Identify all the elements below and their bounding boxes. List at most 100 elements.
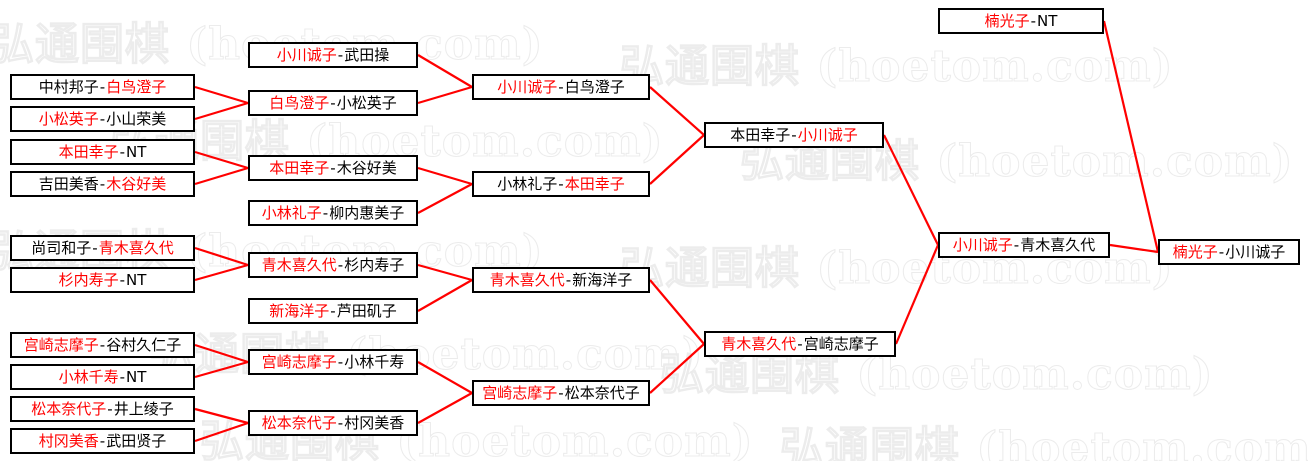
match-box[interactable]: 本田幸子-NT [10, 139, 195, 165]
match-box[interactable]: 小松英子-小山荣美 [10, 106, 195, 132]
player-right: 谷村久仁子 [106, 335, 182, 354]
match-box[interactable]: 本田幸子-小川诚子 [704, 122, 884, 148]
match-box[interactable]: 小林千寿-NT [10, 364, 195, 390]
vs-separator: - [99, 77, 106, 96]
player-right: NT [126, 142, 147, 161]
vs-separator: - [337, 45, 344, 64]
vs-separator: - [1218, 242, 1225, 261]
player-right: 宫崎志摩子 [803, 334, 879, 353]
connector-line [649, 86, 705, 136]
vs-separator: - [558, 77, 564, 96]
match-box[interactable]: 白鸟澄子-小松英子 [248, 90, 418, 116]
player-left: 小林礼子 [261, 203, 322, 222]
player-left: 本田幸子 [58, 142, 119, 161]
player-left: 松本奈代子 [261, 413, 337, 432]
connector-line [417, 361, 473, 394]
player-right: 本田幸子 [564, 174, 625, 193]
connector-line [194, 150, 249, 170]
match-box[interactable]: 楠光子-NT [938, 8, 1104, 34]
vs-separator: - [330, 158, 336, 177]
vs-separator: - [99, 431, 106, 450]
player-left: 青木喜久代 [261, 255, 337, 274]
connector-line [417, 85, 473, 105]
player-right: 木谷好美 [106, 174, 167, 193]
connector-line [194, 101, 249, 121]
match-box[interactable]: 村冈美香-武田贤子 [10, 428, 195, 454]
match-box[interactable]: 新海洋子-芦田矶子 [248, 298, 418, 324]
player-right: 小山荣美 [106, 109, 167, 128]
match-box[interactable]: 小川诚子-白鸟澄子 [472, 74, 650, 100]
player-left: 楠光子 [1172, 242, 1218, 261]
player-right: 井上绫子 [113, 399, 174, 418]
connector-line [417, 263, 473, 282]
vs-separator: - [565, 270, 572, 289]
match-box[interactable]: 宫崎志摩子-小林千寿 [248, 349, 418, 375]
match-box[interactable]: 青木喜久代-杉内寿子 [248, 252, 418, 278]
connector-line [417, 279, 473, 312]
connector-line [1102, 20, 1160, 253]
connector-line [194, 166, 249, 186]
player-left: 新海洋子 [269, 301, 330, 320]
vs-separator: - [119, 367, 126, 386]
match-box[interactable]: 松本奈代子-井上绫子 [10, 396, 195, 422]
connector-line [194, 360, 249, 379]
match-box[interactable]: 尚司和子-青木喜久代 [10, 235, 195, 261]
vs-separator: - [330, 301, 336, 320]
vs-separator: - [337, 255, 344, 274]
player-left: 本田幸子 [730, 125, 791, 144]
player-right: 小松英子 [336, 93, 397, 112]
player-left: 本田幸子 [269, 158, 330, 177]
match-box[interactable]: 宫崎志摩子-谷村久仁子 [10, 332, 195, 358]
match-box[interactable]: 小川诚子-武田操 [248, 42, 418, 68]
player-left: 小川诚子 [497, 77, 558, 96]
player-right: 新海洋子 [572, 270, 633, 289]
player-left: 杉内寿子 [58, 270, 119, 289]
connector-line [649, 279, 705, 345]
player-right: 杉内寿子 [344, 255, 405, 274]
vs-separator: - [330, 93, 336, 112]
connector-line [883, 134, 939, 246]
match-box[interactable]: 杉内寿子-NT [10, 267, 195, 293]
vs-separator: - [1013, 235, 1020, 254]
player-left: 宫崎志摩子 [23, 335, 99, 354]
vs-separator: - [99, 335, 106, 354]
vs-separator: - [1030, 11, 1037, 30]
match-box[interactable]: 本田幸子-木谷好美 [248, 155, 418, 181]
player-left: 楠光子 [984, 11, 1030, 30]
match-box[interactable]: 宫崎志摩子-松本奈代子 [472, 380, 650, 406]
vs-separator: - [99, 109, 106, 128]
vs-separator: - [558, 383, 564, 402]
match-box[interactable]: 小林礼子-本田幸子 [472, 171, 650, 197]
player-right: 柳内惠美子 [329, 203, 405, 222]
match-box[interactable]: 楠光子-小川诚子 [1158, 239, 1300, 265]
player-right: 青木喜久代 [98, 238, 174, 257]
connector-line [894, 244, 940, 345]
connector-line [649, 343, 705, 394]
player-left: 青木喜久代 [721, 334, 797, 353]
vs-separator: - [797, 334, 803, 353]
match-box[interactable]: 松本奈代子-村冈美香 [248, 410, 418, 436]
match-box[interactable]: 小川诚子-青木喜久代 [938, 232, 1110, 258]
player-right: 木谷好美 [336, 158, 397, 177]
player-right: NT [126, 270, 147, 289]
player-left: 青木喜久代 [489, 270, 565, 289]
vs-separator: - [337, 352, 344, 371]
match-box[interactable]: 青木喜久代-新海洋子 [472, 267, 650, 293]
vs-separator: - [558, 174, 564, 193]
match-box[interactable]: 小林礼子-柳内惠美子 [248, 200, 418, 226]
player-left: 白鸟澄子 [269, 93, 330, 112]
connector-line [194, 263, 249, 282]
player-right: 青木喜久代 [1020, 235, 1096, 254]
connector-line [194, 407, 249, 425]
vs-separator: - [107, 399, 113, 418]
connector-line [194, 421, 249, 443]
vs-separator: - [322, 203, 329, 222]
match-box[interactable]: 中村邦子-白鸟澄子 [10, 74, 195, 100]
player-right: NT [126, 367, 147, 386]
match-box[interactable]: 吉田美香-木谷好美 [10, 171, 195, 197]
match-box[interactable]: 青木喜久代-宫崎志摩子 [704, 331, 896, 357]
player-left: 吉田美香 [38, 174, 99, 193]
player-right: 白鸟澄子 [106, 77, 167, 96]
